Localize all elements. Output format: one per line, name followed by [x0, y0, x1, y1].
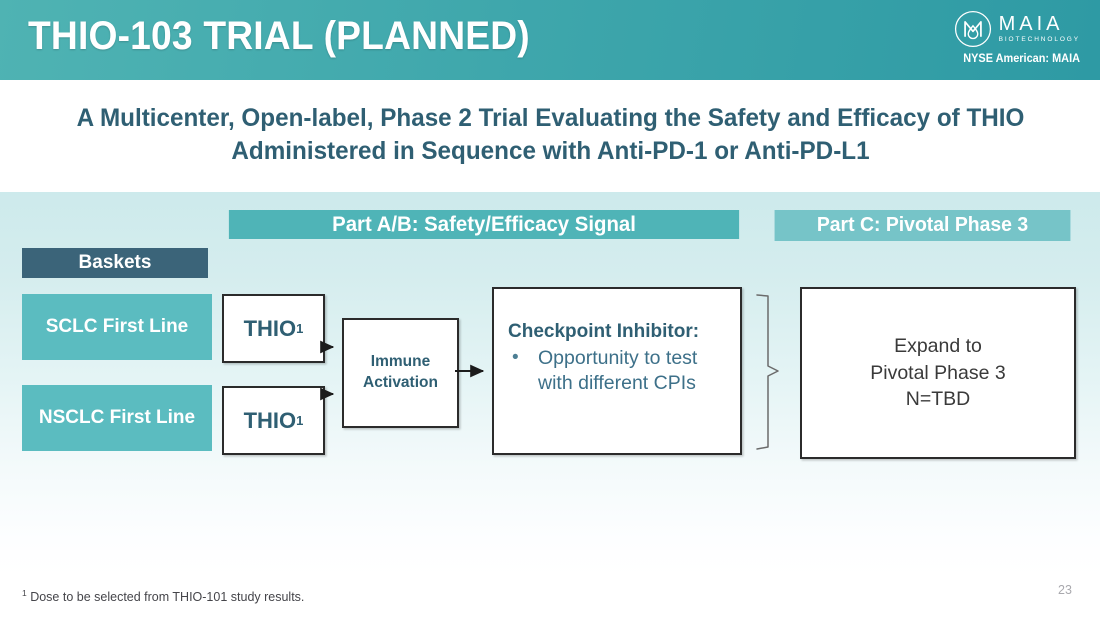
- immune-activation-box: Immune Activation: [342, 318, 459, 428]
- basket-sclc-first-line: SCLC First Line: [22, 294, 212, 360]
- checkpoint-bullet-row: • Opportunity to test with different CPI…: [508, 346, 732, 397]
- subtitle-region: A Multicenter, Open-label, Phase 2 Trial…: [0, 80, 1100, 190]
- bullet-dot-icon: •: [512, 346, 519, 368]
- immune-line-2: Activation: [363, 374, 438, 391]
- basket-nsclc-first-line: NSCLC First Line: [22, 385, 212, 451]
- maia-monogram-icon: [954, 10, 991, 48]
- checkpoint-bullet-text: Opportunity to test with different CPIs: [538, 346, 697, 397]
- band-part-ab: Part A/B: Safety/Efficacy Signal: [228, 210, 740, 239]
- footnote-marker: 1: [22, 588, 27, 598]
- page-number: 23: [1058, 583, 1072, 597]
- thio-label: THIO: [243, 407, 297, 433]
- logo-row: MAIA BIOTECHNOLOGY: [930, 8, 1080, 50]
- ticker-label: NYSE American: MAIA: [963, 53, 1080, 65]
- subtitle-text: A Multicenter, Open-label, Phase 2 Trial…: [76, 104, 1024, 165]
- thio-label: THIO: [243, 315, 297, 341]
- logo-wordmark: MAIA BIOTECHNOLOGY: [999, 14, 1080, 44]
- checkpoint-inhibitor-box: Checkpoint Inhibitor: • Opportunity to t…: [492, 287, 742, 455]
- brand-logo-block: MAIA BIOTECHNOLOGY NYSE American: MAIA: [930, 8, 1080, 74]
- expand-line-2: Pivotal Phase 3: [870, 361, 1006, 384]
- expand-line-1: Expand to: [894, 334, 982, 357]
- page-title: THIO-103 TRIAL (PLANNED): [28, 14, 530, 58]
- checkpoint-inner: Checkpoint Inhibitor: • Opportunity to t…: [508, 320, 732, 396]
- expand-pivotal-phase3-box: Expand to Pivotal Phase 3 N=TBD: [800, 287, 1076, 459]
- slide-header: THIO-103 TRIAL (PLANNED) MAIA BIOTECHNOL…: [0, 0, 1100, 80]
- logo-name: MAIA: [998, 13, 1064, 36]
- immune-line-1: Immune: [370, 353, 431, 371]
- band-part-c: Part C: Pivotal Phase 3: [774, 210, 1071, 241]
- baskets-header: Baskets: [22, 248, 208, 278]
- checkpoint-title: Checkpoint Inhibitor:: [508, 321, 700, 342]
- footnote-text: Dose to be selected from THIO-101 study …: [26, 590, 305, 605]
- logo-tagline: BIOTECHNOLOGY: [998, 36, 1080, 44]
- checkpoint-bullet-line-1: Opportunity to test: [538, 346, 698, 369]
- expand-text: Expand to Pivotal Phase 3 N=TBD: [870, 333, 1006, 414]
- footnote: 1 Dose to be selected from THIO-101 stud…: [22, 588, 304, 604]
- immune-activation-text: Immune Activation: [363, 352, 438, 394]
- checkpoint-bullet-line-2: with different CPIs: [538, 372, 696, 395]
- expand-line-3: N=TBD: [905, 388, 971, 411]
